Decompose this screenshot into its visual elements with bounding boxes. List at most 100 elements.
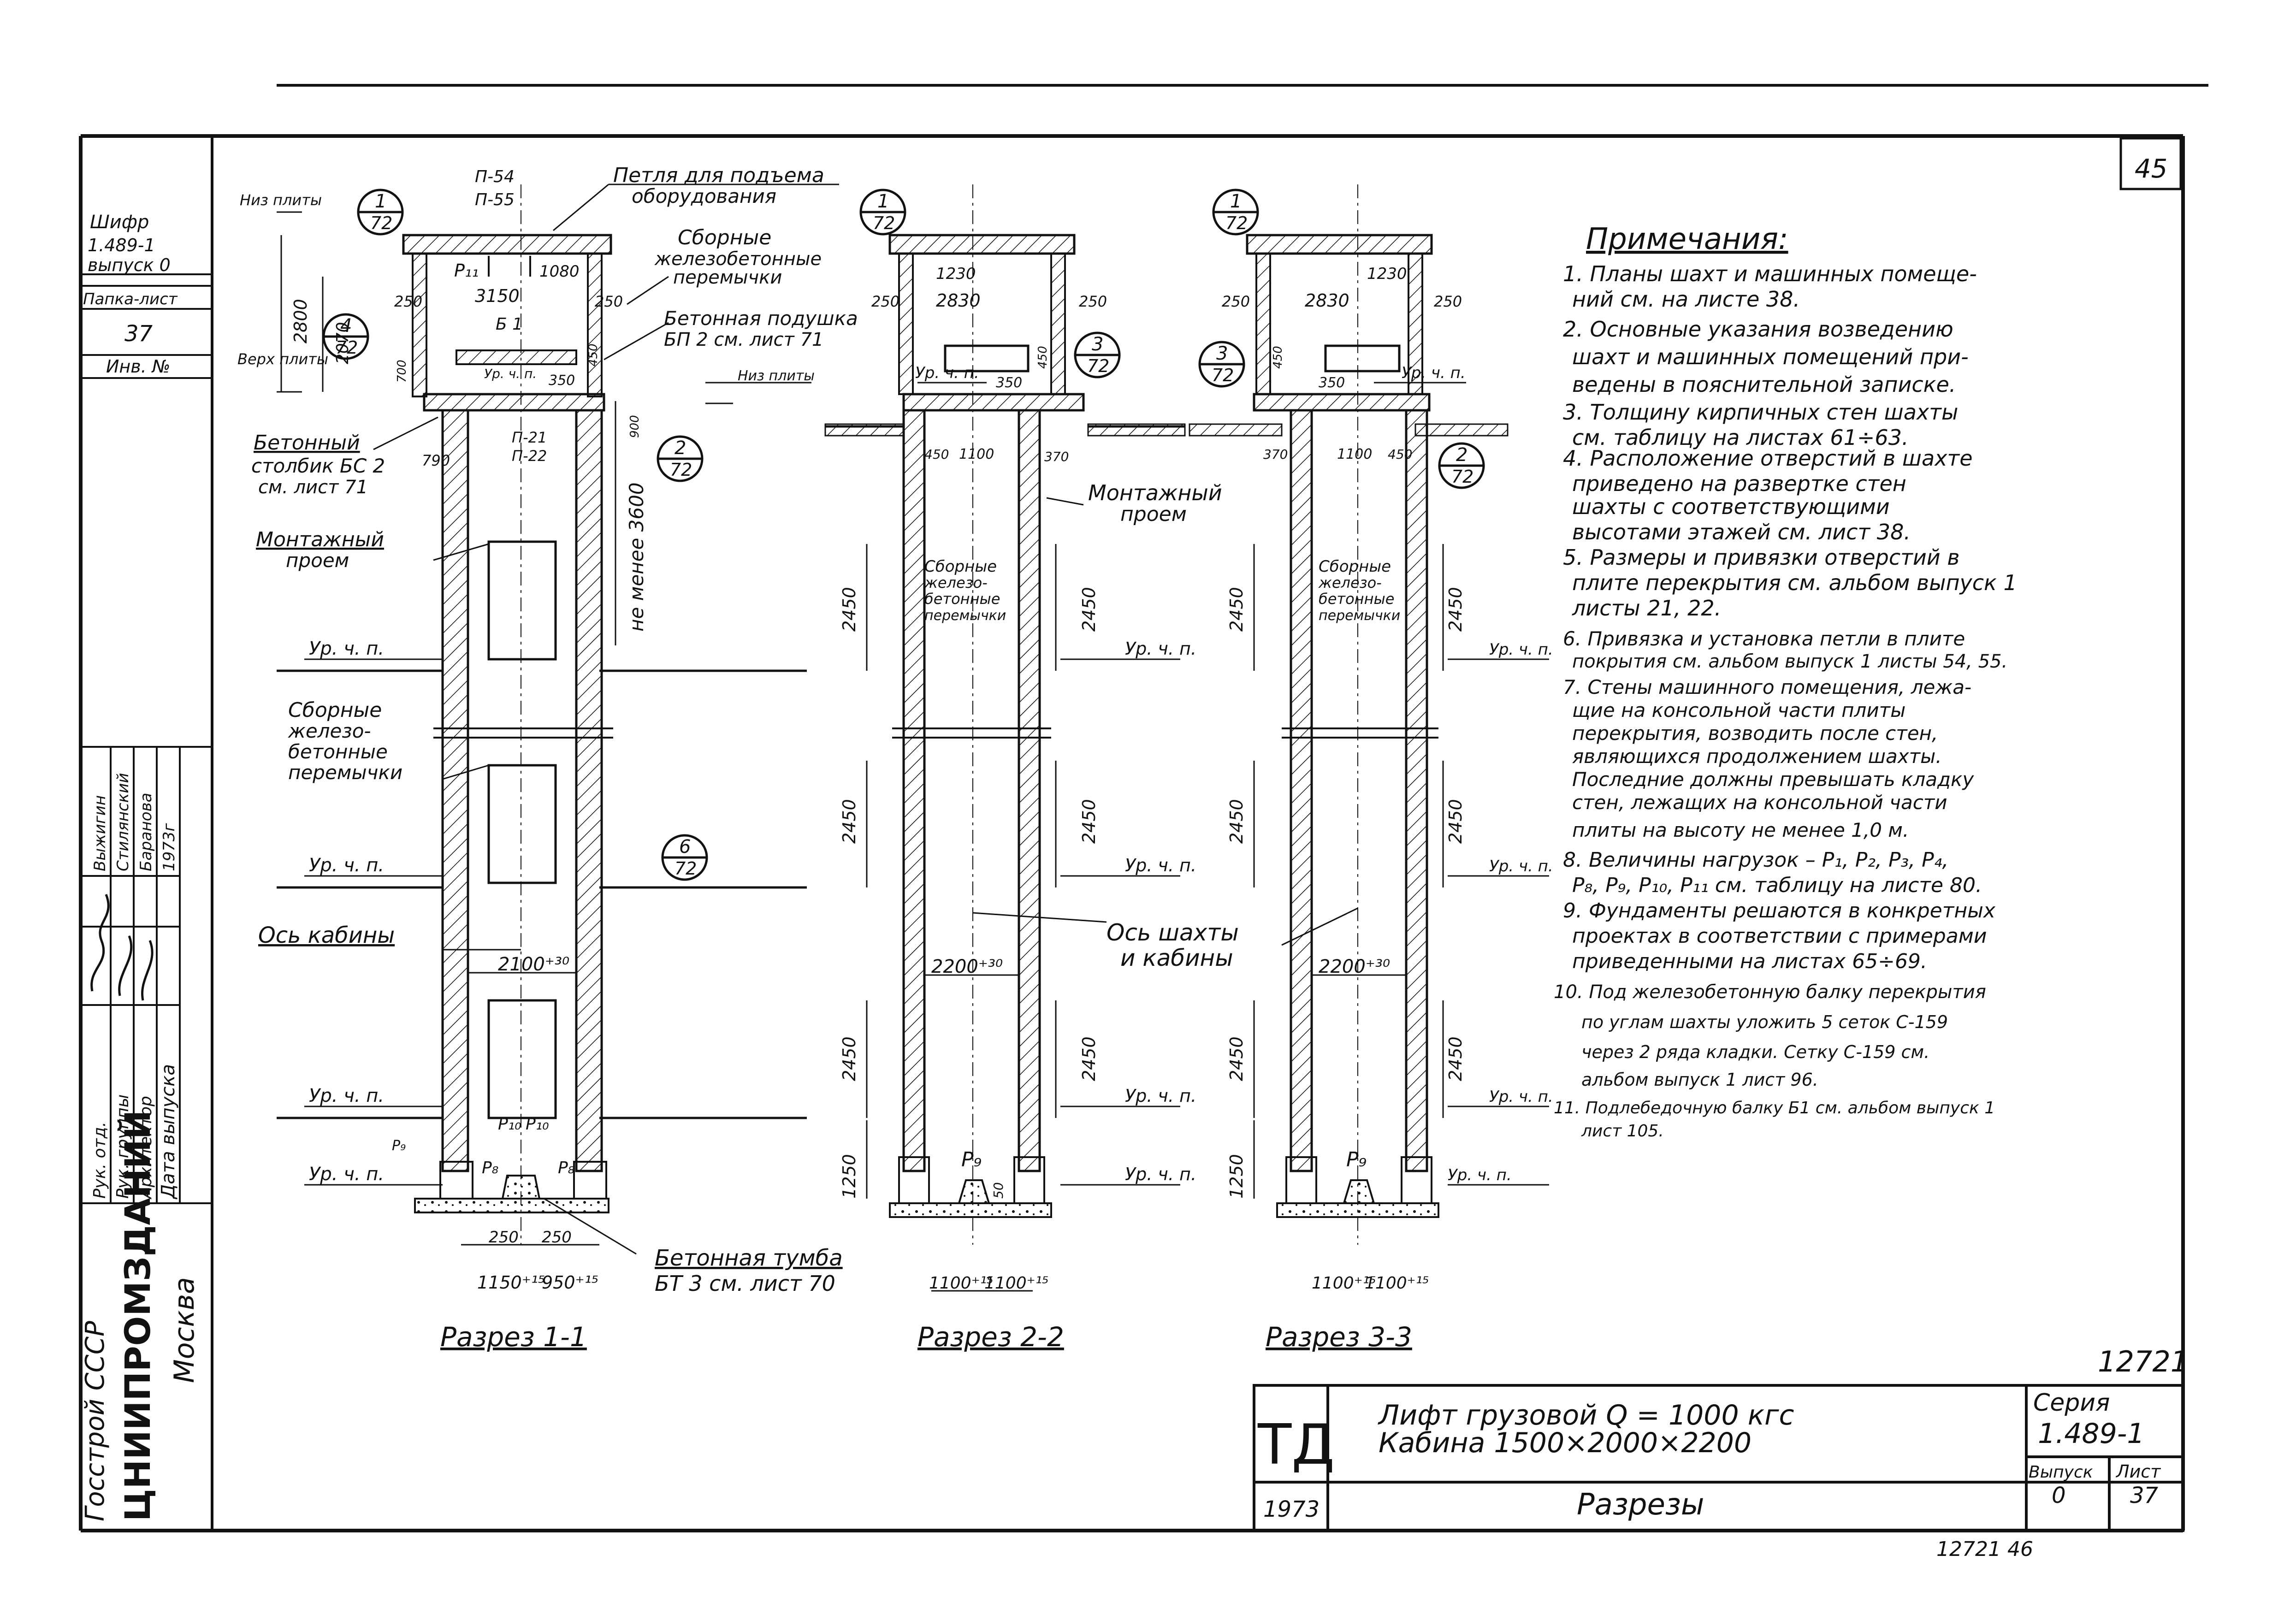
note-line: см. таблицу на листах 61÷63. [1572,425,1909,450]
label-3-3-p9: P₉ [1346,1148,1367,1171]
dim-1-1-base-b: 250 [542,1228,572,1247]
dim-2-2-h3r: 2450 [1079,1036,1099,1081]
dim-2-2-50: 50 [991,1182,1006,1199]
stamp-sheet-label: Папка-лист [83,290,178,308]
section-3-3: 1 72 3 72 2 72 1230 2830 250 250 450 350… [1189,184,1509,1353]
dim-2-2-foot-a: 1100⁺¹⁵ [929,1274,993,1293]
dim-3-3-pit: 1250 [1226,1154,1247,1199]
note-line: 3. Толщину кирпичных стен шахты [1563,400,1958,425]
title-sheet-label: Лист [2115,1461,2161,1482]
note-line: высотами этажей см. лист 38. [1572,520,1911,544]
dim-2-2-2830: 2830 [936,290,981,311]
title-issue-label: Выпуск [2029,1463,2093,1482]
signature-3 [141,940,154,1001]
ref-3-3-top-sheet: 72 [1225,213,1248,233]
stamp-org-line2: ЦНИИПРОМЗДАНИЙ [117,1110,158,1521]
dim-3-3-foot-a: 1100⁺¹⁵ [1312,1274,1376,1293]
stamp-column: Шифр 1.489-1 выпуск 0 Папка-лист 37 Инв.… [80,212,212,1521]
level-3-3-c: Ур. ч. п. [1489,1088,1553,1106]
ref-3-3-top-num: 1 [1230,191,1242,212]
stamp-inv-label: Инв. № [106,356,170,377]
dim-1-1-250l: 250 [394,293,422,310]
annotation-sbornye-s3-2: железо- [1318,574,1382,591]
stamp-role-3: Архитектор [136,1096,155,1200]
annotation-podushka-1: Бетонная подушка [664,307,858,330]
annotation-montazh-mid-2: проем [1120,503,1187,526]
note-line: покрытия см. альбом выпуск 1 листы 54, 5… [1572,651,2007,672]
dim-1-1-width: 2100⁺³⁰ [498,954,569,975]
dim-2-2-width: 2200⁺³⁰ [931,956,1003,977]
dim-2-2-pit: 1250 [839,1154,859,1199]
annotation-os-shahty-2: и кабины [1120,945,1233,971]
note-line: плиты на высоту не менее 1,0 м. [1572,819,1909,841]
dim-1-1-350: 350 [549,372,575,389]
ref-3-3-left-sheet: 72 [1212,365,1234,385]
dim-3-3-1230: 1230 [1367,265,1407,283]
annotation-sbornye-s2-2: железо- [924,574,988,591]
note-line: плите перекрытия см. альбом выпуск 1 [1572,570,2017,595]
dim-1-1-250r: 250 [595,293,623,310]
title-td: ТД [1257,1413,1335,1477]
dim-2-2-foot-b: 1100⁺¹⁵ [984,1274,1048,1293]
stamp-album: 1.489-1 [88,235,155,255]
stamp-org-line1: Госстрой СССР [80,1321,110,1521]
dim-3-3-mid-c: 450 [1388,447,1412,462]
section-1-1: 1 72 4 72 2 72 6 72 3150 1080 250 250 28… [277,167,807,1353]
dim-2-2-mid-b: 1100 [959,446,994,462]
level-2-2-c: Ур. ч. п. [1125,1086,1196,1106]
level-2-2-top: Ур. ч. п. [915,364,979,382]
note-line: ведены в пояснительной записке. [1572,372,1956,397]
annotation-sbornye-s3-1: Сборные [1319,557,1391,576]
note-line: через 2 ряда кладки. Сетку С-159 см. [1581,1042,1929,1062]
annotations: Низ плиты Верх плиты Низ плиты Петля для… [237,164,1400,1296]
note-line: являющихся продолжением шахты. [1572,745,1942,768]
dim-2-2-h1r: 2450 [1079,587,1099,632]
note-line: лист 105. [1581,1122,1664,1141]
label-p22: П-22 [512,447,547,465]
level-2-2-b: Ур. ч. п. [1125,855,1196,875]
ref-2-2-top-num: 1 [877,191,889,212]
annotation-sbornye-s2-1: Сборные [924,557,997,576]
stamp-name-1: Выжигин [91,795,109,871]
ref-1-1-mid-sheet: 72 [336,337,358,358]
dim-1-1-2800: 2800 [290,299,311,343]
level-3-3-d: Ур. ч. п. [1448,1166,1512,1184]
stamp-org-line3: Москва [168,1277,201,1383]
label-p10c: P₉ [392,1138,406,1154]
dim-3-3-h1r: 2450 [1445,587,1466,632]
annotation-sbornye-s2-3: бетонные [924,590,1000,608]
note-line: шахты с соответствующими [1572,494,1890,519]
note-line: 2. Основные указания возведению [1563,317,1953,342]
dim-1-1-3150: 3150 [475,286,520,306]
dim-1-1-790: 790 [422,452,450,469]
stamp-name-4: 1973г [160,822,178,871]
ref-2-2-right-sheet: 72 [1087,356,1109,376]
level-1-1-b: Ур. ч. п. [309,855,384,876]
ref-1-1-top-num: 1 [375,191,386,212]
dim-2-2-350: 350 [996,375,1022,391]
note-line: 7. Стены машинного помещения, лежа- [1563,676,1971,698]
note-line: стен, лежащих на консольной части [1572,791,1947,814]
note-line: перекрытия, возводить после стен, [1572,722,1938,745]
title-code: 12721 [2098,1345,2189,1378]
dim-3-3-h2: 2450 [1226,799,1247,844]
stamp-sheet-no: 37 [124,321,153,347]
note-line: по углам шахты уложить 5 сеток С-159 [1581,1012,1948,1032]
stamp-role-4: Дата выпуска [158,1064,179,1200]
note-line: P₈, P₉, P₁₀, P₁₁ см. таблицу на листе 80… [1572,874,1982,897]
title-line1: Лифт грузовой Q = 1000 кгс [1378,1399,1794,1431]
section-title-3-3: Разрез 3-3 [1266,1321,1412,1353]
level-3-3-b: Ур. ч. п. [1489,857,1553,875]
label-p10a: P₁₀ [498,1115,521,1134]
note-line: шахт и машинных помещений при- [1572,344,1969,369]
page-number: 45 [2135,154,2167,184]
annotation-stolbik-2: столбик БС 2 [251,455,385,477]
annotation-montazh-left-1: Монтажный [256,528,384,551]
dim-2-2-h1: 2450 [839,587,859,632]
dim-1-1-1080: 1080 [539,262,580,281]
annotation-sbornye-left-3: бетонные [288,740,388,763]
ref-2-2-top-sheet: 72 [873,213,895,233]
annotation-niz-plity2: Низ плиты [738,368,815,384]
note-line: проектах в соответствии с примерами [1572,924,1987,948]
dim-2-2-h2: 2450 [839,799,859,844]
